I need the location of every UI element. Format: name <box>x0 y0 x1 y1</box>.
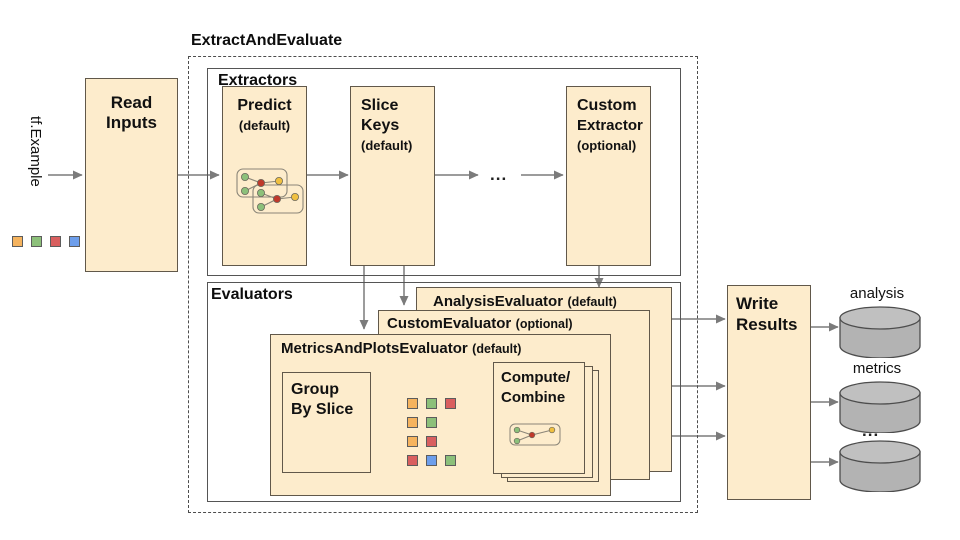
extractor-predict-qualifier: (default) <box>238 118 291 133</box>
output-caption-metrics: metrics <box>852 360 902 377</box>
write-results-line2: Results <box>736 315 798 334</box>
slice-square <box>426 417 437 428</box>
mini-graph-icon <box>509 423 561 446</box>
output-caption-ellipsis: ... <box>862 421 880 440</box>
compute-combine-line1: Compute/ <box>501 369 571 386</box>
extract-and-evaluate-container <box>188 56 698 513</box>
evaluators-label: Evaluators <box>211 286 293 303</box>
compute-combine-box[interactable]: Compute/ Combine <box>493 362 585 474</box>
legend-square-blue <box>69 236 80 247</box>
write-results-line1: Write <box>736 294 779 313</box>
custom-evaluator-qualifier: (optional) <box>515 317 573 331</box>
input-label: tf.Example <box>27 116 44 187</box>
model-graph-icon <box>236 168 304 214</box>
analysis-evaluator-name: AnalysisEvaluator <box>433 293 564 310</box>
extractor-predict-name: Predict <box>237 97 292 114</box>
analysis-evaluator-header: AnalysisEvaluator (default) <box>433 293 617 311</box>
extractors-ellipsis: ... <box>490 165 508 184</box>
slice-square <box>407 417 418 428</box>
slice-square <box>407 436 418 447</box>
legend-square-green <box>31 236 42 247</box>
slice-square <box>445 398 456 409</box>
metrics-database-icon <box>839 381 921 433</box>
metrics-evaluator-name: MetricsAndPlotsEvaluator <box>281 340 468 357</box>
extractor-slice-keys-name-line1: Slice <box>361 97 399 114</box>
legend-square-red <box>50 236 61 247</box>
compute-combine-line2: Combine <box>501 389 566 406</box>
custom-evaluator-header: CustomEvaluator (optional) <box>387 315 573 333</box>
slice-square <box>426 398 437 409</box>
other-database-icon <box>839 440 921 492</box>
slice-square <box>445 455 456 466</box>
slice-square <box>426 455 437 466</box>
analysis-evaluator-qualifier: (default) <box>567 295 617 309</box>
extract-and-evaluate-title: ExtractAndEvaluate <box>191 32 343 49</box>
slice-square <box>407 398 418 409</box>
slice-square <box>426 436 437 447</box>
analysis-database-icon <box>839 306 921 358</box>
legend-square-orange <box>12 236 23 247</box>
read-inputs-label-line2: Inputs <box>106 113 157 132</box>
extractor-custom-qualifier: (optional) <box>577 138 637 153</box>
metrics-evaluator-qualifier: (default) <box>472 342 522 356</box>
read-inputs-box[interactable]: Read Inputs <box>85 78 178 272</box>
extractor-slice-keys-name-line2: Keys <box>361 117 400 134</box>
custom-evaluator-name: CustomEvaluator <box>387 315 512 332</box>
extractors-container <box>207 68 681 276</box>
write-results-box[interactable]: Write Results <box>727 285 811 500</box>
extractor-custom-box[interactable]: Custom Extractor (optional) <box>566 86 651 266</box>
slice-square <box>407 455 418 466</box>
group-by-slice-line1: Group <box>291 381 339 398</box>
metrics-evaluator-header: MetricsAndPlotsEvaluator (default) <box>281 340 521 358</box>
extractor-slice-keys-qualifier: (default) <box>361 138 413 153</box>
output-caption-analysis: analysis <box>849 285 905 302</box>
extractor-slice-keys-box[interactable]: Slice Keys (default) <box>350 86 435 266</box>
extractor-predict-box[interactable]: Predict (default) <box>222 86 307 266</box>
evaluators-container <box>207 282 681 502</box>
extractor-custom-name-line1: Custom <box>577 97 637 114</box>
group-by-slice-line2: By Slice <box>291 401 354 418</box>
extractor-custom-name-line2: Extractor <box>577 117 643 134</box>
read-inputs-label-line1: Read <box>110 93 153 112</box>
extractors-label: Extractors <box>218 72 298 89</box>
group-by-slice-box[interactable]: Group By Slice <box>282 372 371 473</box>
